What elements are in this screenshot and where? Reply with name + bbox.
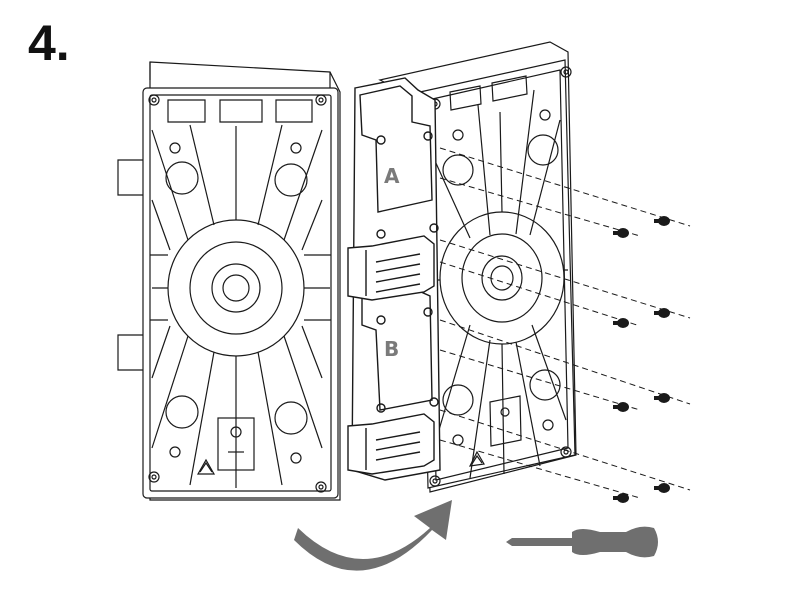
step-number: 4. — [28, 15, 70, 71]
screwdriver-icon — [506, 526, 658, 558]
left-housing-plate — [117, 61, 341, 501]
slot-label-a: A — [384, 164, 400, 188]
slot-label-b: B — [384, 337, 399, 361]
curved-arrow-icon — [294, 500, 452, 571]
screw-guide-lines — [439, 147, 691, 499]
screw-icon — [613, 216, 670, 503]
center-bracket — [347, 77, 441, 481]
